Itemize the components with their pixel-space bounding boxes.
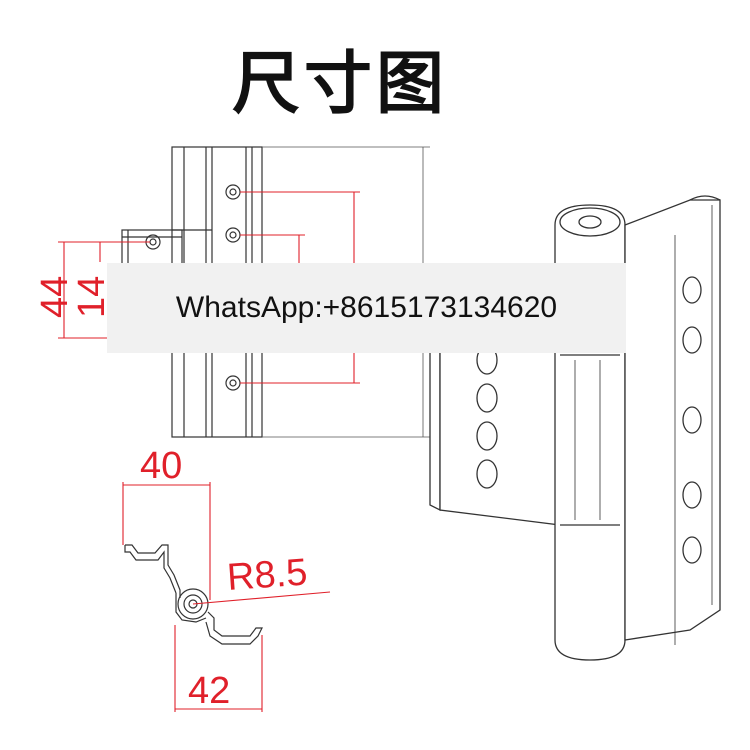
profile-dimension-lines bbox=[122, 482, 331, 712]
profile-knuckle-outer bbox=[177, 588, 209, 620]
right-leaf bbox=[624, 199, 721, 641]
profile-knuckle-mid bbox=[183, 594, 203, 614]
profile-outline bbox=[124, 544, 263, 645]
whatsapp-contact-banner: WhatsApp:+8615173134620 bbox=[107, 263, 626, 353]
barrel-cap-socket bbox=[578, 215, 602, 229]
dimension-44-label: 44 bbox=[34, 276, 76, 318]
hinge-profile-section bbox=[124, 544, 263, 645]
page-title: 尺寸图 bbox=[231, 45, 448, 124]
dimension-14-label: 14 bbox=[71, 276, 113, 318]
dimension-r8-5-label: R8.5 bbox=[226, 551, 309, 598]
dimension-42-label: 42 bbox=[188, 670, 230, 712]
right-leaf-holes bbox=[682, 276, 702, 564]
dimension-40-label: 40 bbox=[140, 445, 182, 487]
